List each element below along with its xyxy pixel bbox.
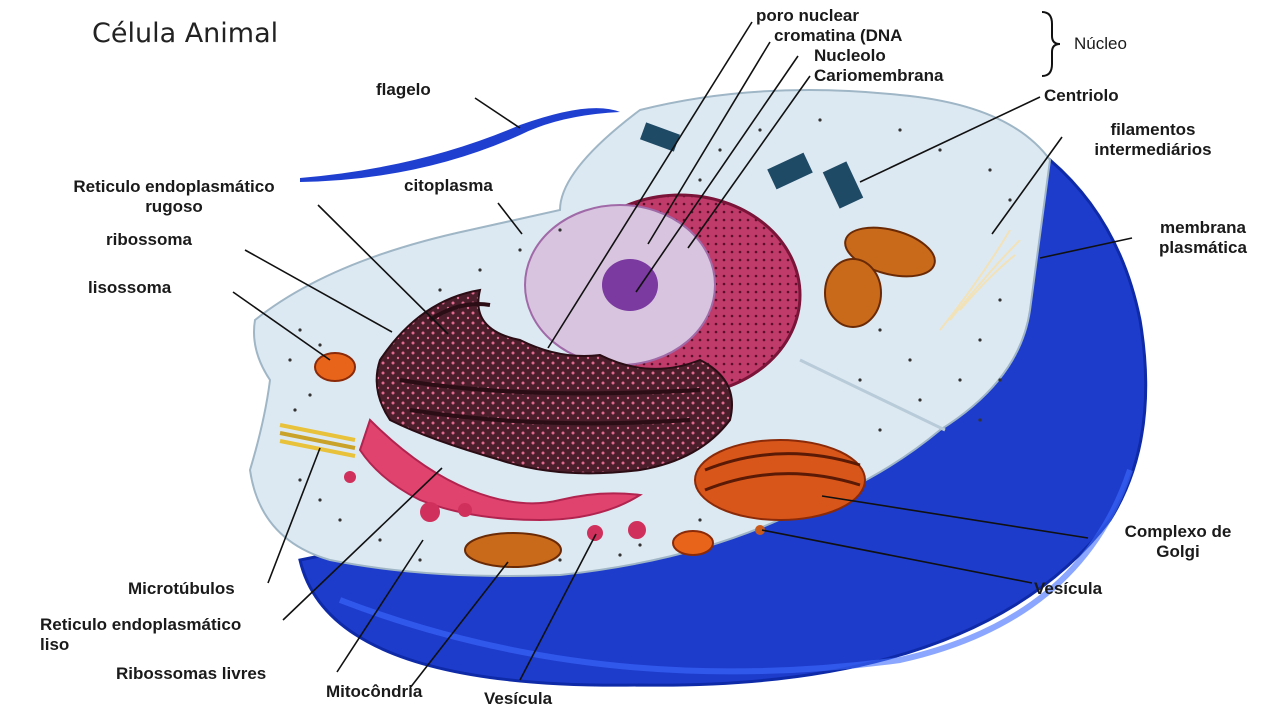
- label-filamentos: filamentos intermediários: [1058, 120, 1248, 160]
- label-nucleolo: Nucleolo: [814, 46, 886, 66]
- label-reticulo-rugoso: Reticulo endoplasmático rugoso: [24, 177, 324, 217]
- label-reticulo-rugoso-line2: rugoso: [24, 197, 324, 217]
- label-microtubulos: Microtúbulos: [128, 579, 235, 599]
- label-centriolo: Centriolo: [1044, 86, 1119, 106]
- label-complexo-golgi: Complexo de Golgi: [1090, 522, 1266, 562]
- vesicle: [673, 531, 713, 555]
- lysosome: [315, 353, 355, 381]
- flagellum: [300, 108, 620, 182]
- mitochondrion: [465, 533, 561, 567]
- label-reticulo-liso-line2: liso: [40, 635, 241, 655]
- label-membrana-line1: membrana: [1130, 218, 1276, 238]
- label-cromatina: cromatina (DNA: [774, 26, 902, 46]
- label-filamentos-line2: intermediários: [1058, 140, 1248, 160]
- label-cariomembrana: Cariomembrana: [814, 66, 943, 86]
- label-complexo-line2: Golgi: [1090, 542, 1266, 562]
- label-membrana-line2: plasmática: [1130, 238, 1276, 258]
- label-membrana: membrana plasmática: [1130, 218, 1276, 258]
- diagram-title: Célula Animal: [92, 18, 278, 49]
- mitochondrion: [825, 259, 881, 327]
- nucleolus: [602, 259, 658, 311]
- label-vesicula-bottom: Vesícula: [484, 689, 552, 709]
- label-mitocondria: Mitocôndria: [326, 682, 422, 702]
- label-reticulo-liso: Reticulo endoplasmático liso: [40, 615, 241, 655]
- label-lisossoma: lisossoma: [88, 278, 171, 298]
- label-reticulo-rugoso-line1: Reticulo endoplasmático: [24, 177, 324, 197]
- label-filamentos-line1: filamentos: [1058, 120, 1248, 140]
- label-citoplasma: citoplasma: [404, 176, 493, 196]
- label-ribossomas-livres: Ribossomas livres: [116, 664, 266, 684]
- label-reticulo-liso-line1: Reticulo endoplasmático: [40, 615, 241, 635]
- label-poro-nuclear: poro nuclear: [756, 6, 859, 26]
- label-flagelo: flagelo: [376, 80, 431, 100]
- label-ribossoma: ribossoma: [106, 230, 192, 250]
- label-nucleo: Núcleo: [1074, 34, 1127, 54]
- label-vesicula-right: Vesícula: [1034, 579, 1102, 599]
- label-complexo-line1: Complexo de: [1090, 522, 1266, 542]
- nucleus-brace: [1042, 12, 1060, 76]
